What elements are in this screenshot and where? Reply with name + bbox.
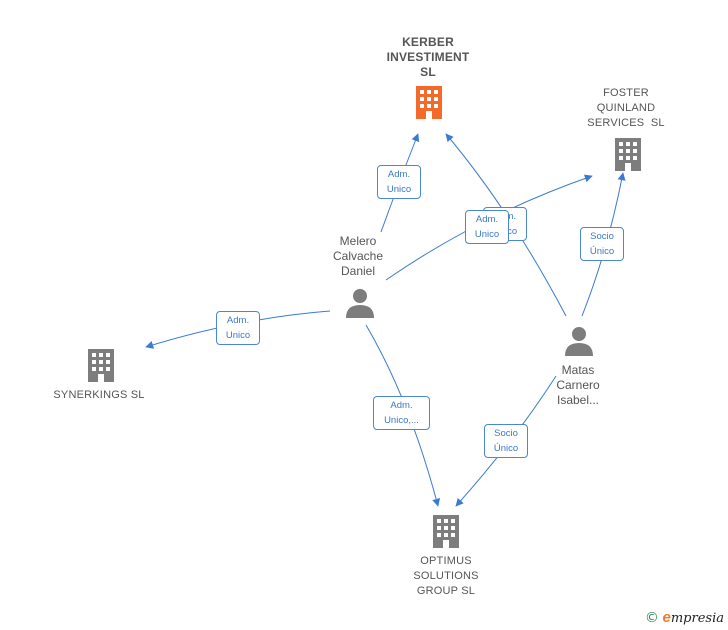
person-icon[interactable] (346, 289, 374, 318)
brand-logo-initial: e (662, 609, 671, 626)
label-line: Daniel (340, 264, 376, 278)
company-label-foster[interactable]: FOSTER QUINLAND SERVICES SL (578, 86, 674, 131)
label-line: KERBER (402, 35, 454, 49)
label-line: Calvache (332, 249, 384, 263)
label-line: Carnero (556, 378, 600, 392)
label-line: OPTIMUS (420, 555, 472, 567)
person-icon[interactable] (565, 327, 593, 356)
copyright-icon: © (644, 610, 659, 626)
edge-label-line: Unico (474, 229, 500, 240)
edge-label-line: Adm. (387, 169, 411, 180)
edge-label-line: Socio (494, 428, 518, 439)
label-line: Isabel... (556, 393, 600, 407)
edge-label-line: Adm. (475, 214, 499, 225)
brand-footer[interactable]: © empresia (645, 609, 724, 626)
brand-logo-text: mpresia (670, 611, 724, 626)
edge-label-line: Único (589, 246, 615, 257)
company-label-synerkings[interactable]: SYNERKINGS SL (44, 388, 154, 403)
building-icon[interactable] (433, 515, 459, 548)
label-line: SOLUTIONS (413, 570, 479, 582)
edge-label-melero-synerkings[interactable]: Adm. Unico (216, 311, 260, 345)
label-line: Matas (561, 363, 595, 377)
building-icon[interactable] (416, 86, 442, 119)
person-label-melero[interactable]: Melero Calvache Daniel (318, 234, 398, 279)
label-line: QUINLAND (596, 102, 656, 114)
company-label-optimus[interactable]: OPTIMUS SOLUTIONS GROUP SL (396, 554, 496, 599)
edge-label-line: Unico (225, 330, 251, 341)
label-line: GROUP SL (416, 585, 476, 597)
edge-label-line: Adm. (390, 400, 413, 411)
building-icon[interactable] (615, 138, 641, 171)
edge-label-melero-optimus[interactable]: Adm. Unico,... (373, 396, 430, 430)
company-label-kerber[interactable]: KERBER INVESTIMENT SL (378, 35, 478, 80)
person-label-matas[interactable]: Matas Carnero Isabel... (538, 363, 618, 408)
edge-label-matas-foster[interactable]: Socio Único (580, 227, 624, 261)
label-line: SYNERKINGS SL (53, 389, 145, 401)
label-line: SL (420, 65, 436, 79)
label-line: SERVICES SL (587, 117, 665, 129)
edge-label-melero-foster[interactable]: Adm. Unico (465, 210, 509, 244)
edge-label-melero-kerber[interactable]: Adm. Unico (377, 165, 421, 199)
label-line: Melero (339, 234, 377, 248)
edge-label-line: Socio (590, 231, 614, 242)
edge-label-line: Unico,... (384, 415, 419, 426)
label-line: INVESTIMENT (386, 50, 470, 64)
edge-label-line: Adm. (226, 315, 250, 326)
label-line: FOSTER (603, 87, 649, 99)
edge-label-matas-optimus[interactable]: Socio Único (484, 424, 528, 458)
edge-label-line: Único (493, 443, 519, 454)
building-icon[interactable] (88, 349, 114, 382)
edge-label-line: Unico (386, 184, 412, 195)
